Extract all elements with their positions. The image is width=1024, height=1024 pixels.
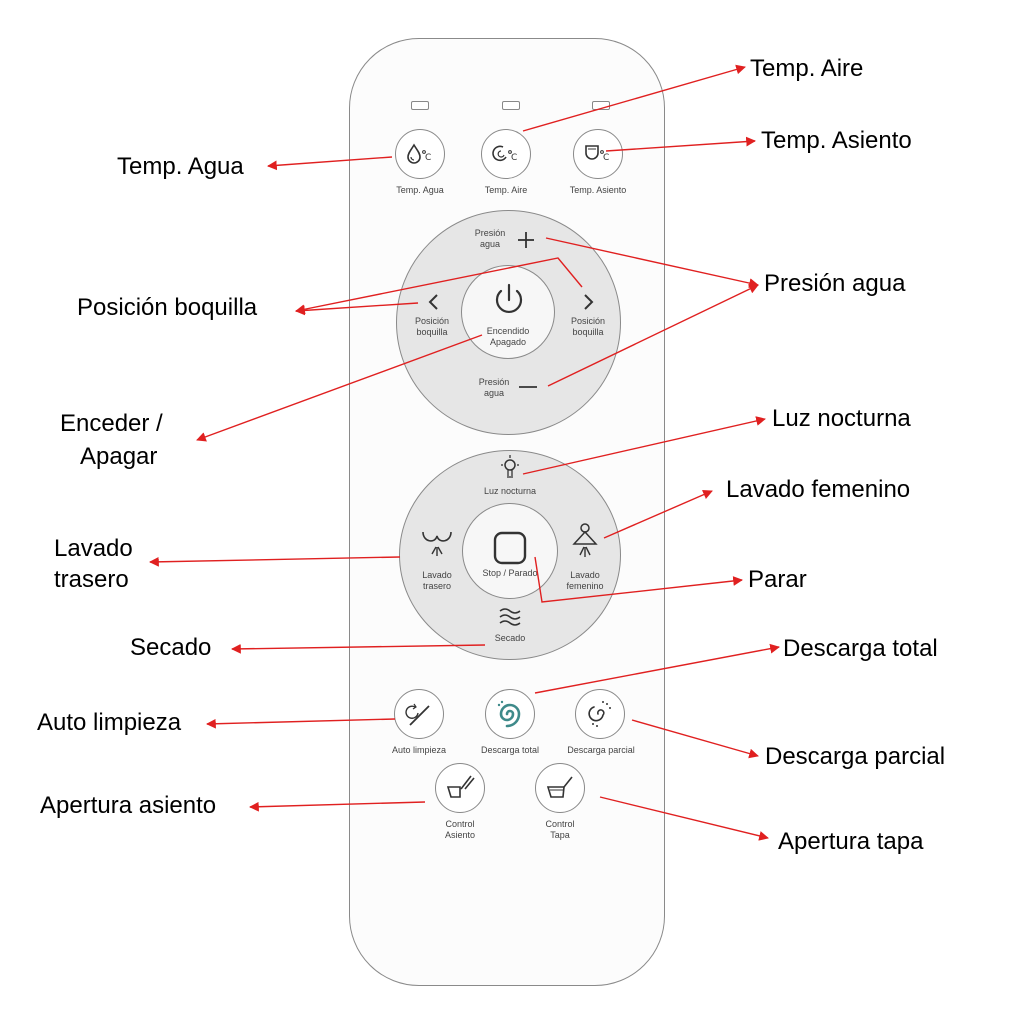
stop-label: Stop / Parado [482, 568, 538, 578]
presion-plus-label-line2: agua [479, 239, 501, 249]
control-asiento-label-line2: Asiento [444, 830, 476, 840]
stop-square-icon [493, 531, 527, 565]
temp-asiento-label: Temp. Asiento [569, 185, 627, 195]
control-tapa-button[interactable] [535, 763, 585, 813]
indicator-led-air [502, 101, 520, 110]
secado-label: Secado [494, 633, 526, 643]
callout-descarga-total: Descarga total [783, 635, 938, 662]
svg-text:C: C [603, 153, 609, 163]
callout-presion-agua: Presión agua [764, 270, 906, 297]
presion-minus-button[interactable]: Presión agua [470, 372, 546, 404]
callout-encender-line1: Enceder / [60, 410, 163, 437]
presion-minus-label-line1: Presión [478, 377, 510, 387]
lavado-trasero-button[interactable]: Lavado trasero [402, 528, 472, 594]
lavado-trasero-label-line2: trasero [422, 581, 451, 591]
callout-luz-nocturna: Luz nocturna [772, 405, 911, 432]
callout-lavado-femenino: Lavado femenino [726, 476, 911, 503]
lightbulb-icon [501, 455, 519, 478]
control-tapa-label-line1: Control [545, 819, 575, 829]
indicator-led-water [411, 101, 429, 110]
temp-agua-button[interactable]: C [395, 129, 445, 179]
callout-encender-line2: Apagar [80, 443, 158, 470]
lavado-femenino-label-line2: femenino [566, 581, 604, 591]
descarga-parcial-button[interactable] [575, 689, 625, 739]
posicion-left-label-line2: boquilla [416, 327, 448, 337]
presion-plus-label-line1: Presión [474, 228, 506, 238]
temp-aire-label: Temp. Aire [484, 185, 528, 195]
water-temperature-icon: C [407, 143, 431, 164]
callout-secado: Secado [130, 634, 212, 661]
temp-agua-label: Temp. Agua [396, 185, 444, 195]
lavado-femenino-label-line1: Lavado [570, 570, 600, 580]
lid-open-icon [546, 776, 573, 798]
callout-lavado-trasero-line1: Lavado [54, 535, 133, 562]
plus-icon [518, 232, 534, 248]
seat-open-icon [446, 775, 475, 798]
descarga-total-button[interactable] [485, 689, 535, 739]
control-asiento-label-line1: Control [445, 819, 475, 829]
posicion-left-label-line1: Posición [414, 316, 450, 326]
auto-clean-icon [405, 703, 430, 726]
indicator-led-seat [592, 101, 610, 110]
power-icon [495, 283, 523, 313]
callout-temp-asiento: Temp. Asiento [761, 127, 912, 154]
temp-aire-button[interactable]: C [481, 129, 531, 179]
drying-waves-icon [499, 608, 521, 626]
presion-minus-label-line2: agua [483, 388, 505, 398]
seat-temperature-icon: C [585, 145, 609, 163]
rear-wash-icon [422, 531, 452, 556]
stop-button[interactable] [462, 503, 558, 599]
lavado-femenino-button[interactable]: Lavado femenino [550, 522, 620, 594]
callout-temp-aire: Temp. Aire [750, 55, 864, 82]
descarga-total-label: Descarga total [480, 745, 540, 755]
lavado-trasero-label-line1: Lavado [422, 570, 452, 580]
air-temperature-icon: C [492, 145, 517, 163]
full-flush-icon [497, 700, 521, 728]
auto-limpieza-button[interactable] [394, 689, 444, 739]
svg-text:C: C [511, 153, 517, 163]
control-tapa-label-line2: Tapa [550, 830, 570, 840]
feminine-wash-icon [572, 523, 598, 557]
callout-posicion-boquilla: Posición boquilla [77, 294, 258, 321]
descarga-parcial-label: Descarga parcial [567, 745, 635, 755]
posicion-right-label-line1: Posición [570, 316, 606, 326]
minus-icon [519, 386, 537, 388]
callout-descarga-parcial: Descarga parcial [765, 743, 946, 770]
power-label-line2: Apagado [489, 337, 527, 347]
chevron-right-icon [584, 294, 594, 310]
luz-nocturna-button[interactable]: Luz nocturna [470, 452, 550, 498]
callout-lavado-trasero-line2: trasero [54, 566, 129, 593]
power-label-line1: Encendido [486, 326, 530, 336]
callout-temp-agua: Temp. Agua [117, 153, 244, 180]
chevron-left-icon [428, 294, 438, 310]
callout-apertura-tapa: Apertura tapa [778, 828, 924, 855]
posicion-boquilla-right-button[interactable]: Posición boquilla [558, 292, 618, 340]
posicion-right-label-line2: boquilla [572, 327, 604, 337]
secado-button[interactable]: Secado [480, 606, 540, 646]
posicion-boquilla-left-button[interactable]: Posición boquilla [402, 292, 462, 340]
svg-text:C: C [425, 153, 431, 163]
partial-flush-icon [588, 701, 611, 727]
callout-apertura-asiento: Apertura asiento [40, 792, 217, 819]
presion-plus-button[interactable]: Presión agua [470, 222, 546, 262]
auto-limpieza-label: Auto limpieza [391, 745, 447, 755]
luz-nocturna-label: Luz nocturna [483, 486, 537, 496]
temp-asiento-button[interactable]: C [573, 129, 623, 179]
callout-parar: Parar [748, 566, 807, 593]
callout-auto-limpieza: Auto limpieza [37, 709, 182, 736]
control-asiento-button[interactable] [435, 763, 485, 813]
